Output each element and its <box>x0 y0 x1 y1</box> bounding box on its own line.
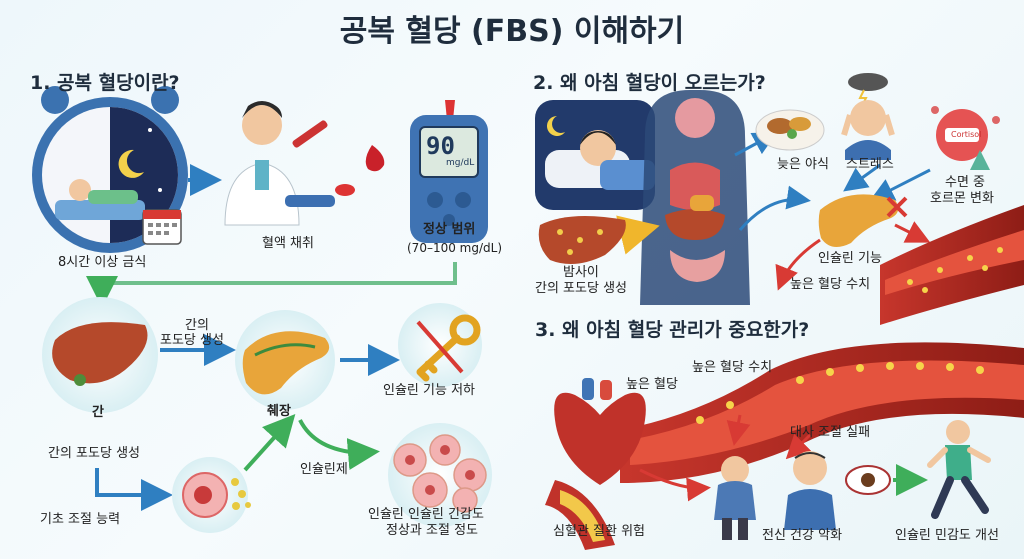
label-overall-health: 전신 건강 악화 <box>762 528 843 543</box>
liver-icon <box>42 297 158 413</box>
label-cardio-risk: 심혈관 질환 위험 <box>553 524 645 539</box>
arrow-pancreas-to-vessel <box>894 221 931 243</box>
label-insulin-sensitivity-1: 인슐린 인슐린 긴감도 <box>368 507 484 522</box>
label-high-glucose-3: 높은 혈당 <box>626 377 678 392</box>
label-basal-regulation: 기초 조절 능력 <box>40 512 121 527</box>
arrow-hormone-to-pancreas <box>869 168 931 201</box>
meter-reading: 90 <box>426 132 455 160</box>
label-stress: 스트레스 <box>846 157 894 172</box>
section2-heading: 2. 왜 아침 혈당이 오르는가? <box>533 72 766 94</box>
unwell-person-icon <box>784 451 836 530</box>
arrow-pancreas-to-high <box>775 238 821 291</box>
snack-plate-icon <box>755 109 825 151</box>
blood-vessel-icon <box>880 205 1024 325</box>
hormone-flask-icon <box>931 106 1000 170</box>
label-late-snack: 늦은 야식 <box>777 157 829 172</box>
label-high-glucose-level: 높은 혈당 수치 <box>692 360 773 375</box>
label-fasting: 8시간 이상 금식 <box>58 255 147 270</box>
label-liver-glucose-top-2: 포도당 생성 <box>160 333 224 348</box>
arrow-to-unwell <box>785 433 812 460</box>
label-high-glucose: 높은 혈당 수치 <box>790 277 871 292</box>
tired-person-icon <box>714 456 756 540</box>
label-sensitivity-improve: 인슐린 민감도 개선 <box>895 528 999 543</box>
arrow-meter-to-liver <box>86 262 457 308</box>
label-blood-draw: 혈액 채취 <box>262 236 314 251</box>
eye-icon <box>845 465 891 495</box>
label-insulin-agent: 인슐린제 <box>300 462 348 477</box>
sleeping-man-icon <box>535 100 655 210</box>
label-liver-glucose: 간의 포도당 생성 <box>48 446 140 461</box>
nurse-icon <box>224 101 355 226</box>
alarm-clock-icon <box>32 86 188 253</box>
label-insulin-function: 인슐린 기능 <box>818 251 882 266</box>
arrow-to-pancreas2 <box>738 185 811 231</box>
label-cortisol: Cortisol <box>951 130 982 139</box>
label-sleep-hormone-1: 수면 중 <box>945 175 986 190</box>
arrow-stress-to-pancreas <box>843 163 881 192</box>
cells-cluster-icon <box>388 423 492 527</box>
pancreas-icon-2 <box>818 194 908 247</box>
label-metabolic-failure: 대사 조절 실패 <box>790 425 871 440</box>
arrow-cell-to-pancreas <box>243 414 296 472</box>
label-liver-glucose-top-1: 간의 <box>185 318 209 333</box>
section3-heading: 3. 왜 아침 혈당 관리가 중요한가? <box>535 319 810 341</box>
arrow-heart-to-tired <box>639 468 711 502</box>
stress-icon <box>841 73 895 160</box>
label-insulin-decline: 인슐린 기능 저하 <box>383 383 475 398</box>
liver-icon-2 <box>538 216 626 264</box>
calendar-icon <box>142 209 182 245</box>
label-normal-range-value: (70–100 mg/dL) <box>407 241 503 255</box>
label-normal-range: 정상 범위 <box>423 222 476 237</box>
cell-icon <box>172 457 251 533</box>
runner-icon <box>927 420 991 519</box>
arrow-pancreas-to-cells <box>298 419 380 470</box>
label-night-liver-1: 밤사이 <box>563 265 599 280</box>
pancreas-icon <box>235 310 335 410</box>
arrow-liver-to-cell <box>95 468 173 511</box>
key-icon <box>398 303 482 387</box>
glucose-meter-icon <box>410 100 488 243</box>
label-sleep-hormone-2: 호르몬 변화 <box>930 191 994 206</box>
blood-drop-icon <box>365 145 385 172</box>
label-pancreas: 췌장 <box>267 404 291 419</box>
meter-unit: mg/dL <box>446 158 475 168</box>
label-liver: 간 <box>92 405 104 420</box>
heart-icon <box>554 378 646 485</box>
label-insulin-sensitivity-2: 정상과 조절 정도 <box>386 523 478 538</box>
artery-icon <box>545 480 615 550</box>
page-title: 공복 혈당 (FBS) 이해하기 <box>339 14 685 49</box>
section1-heading: 1. 공복 혈당이란? <box>30 72 180 94</box>
arrow-to-tired <box>726 414 751 446</box>
label-night-liver-2: 간의 포도당 생성 <box>535 281 627 296</box>
body-organs-icon <box>640 90 750 305</box>
